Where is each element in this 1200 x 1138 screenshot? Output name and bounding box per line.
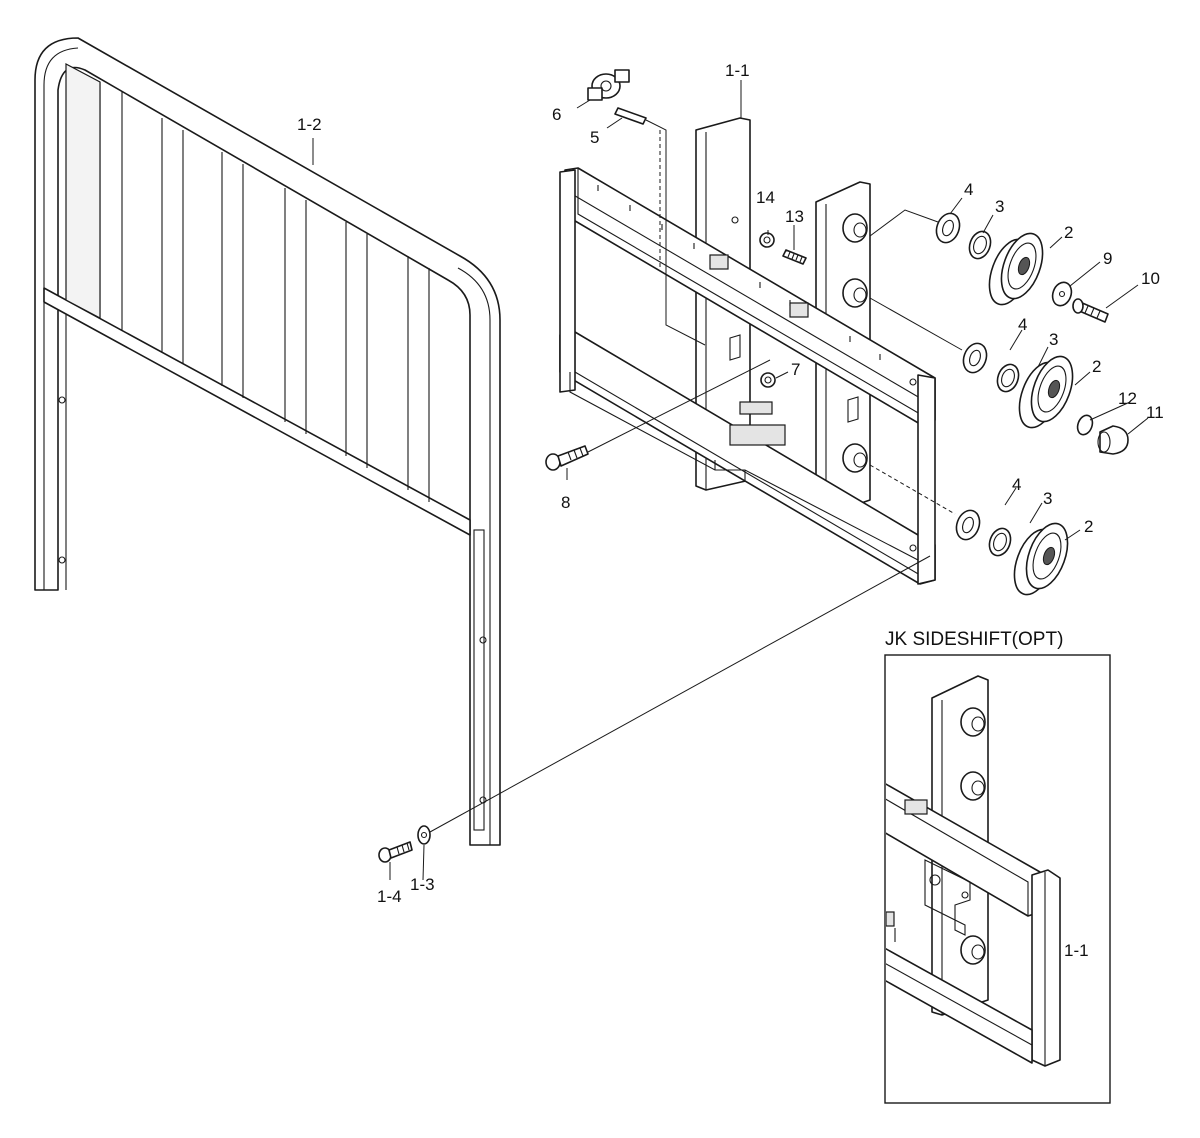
label-1-1: 1-1 xyxy=(725,61,750,80)
part-6-fitting xyxy=(587,69,630,101)
label-1-2: 1-2 xyxy=(297,115,322,134)
label-11: 11 xyxy=(1146,403,1164,422)
label-4-top: 4 xyxy=(964,180,973,199)
part-2-rollers xyxy=(988,232,1074,596)
part-7-nut xyxy=(760,372,776,388)
inset-title: JK SIDESHIFT(OPT) xyxy=(885,629,1063,650)
label-8: 8 xyxy=(561,493,570,512)
part-11-cap xyxy=(1097,425,1129,455)
label-3-mid: 3 xyxy=(1049,330,1058,349)
part-10-screw xyxy=(1072,298,1109,323)
part-14-nut xyxy=(759,232,775,248)
part-labels: 1-1 1-2 6 5 14 13 4 3 2 9 10 4 3 2 7 12 … xyxy=(297,61,1164,906)
label-13: 13 xyxy=(785,207,804,226)
label-9: 9 xyxy=(1103,249,1112,268)
inset-jk-sideshift: JK SIDESHIFT(OPT) xyxy=(884,629,1111,1104)
part-1-3-washer xyxy=(417,825,431,845)
label-5: 5 xyxy=(590,128,599,147)
label-2-bot: 2 xyxy=(1084,517,1093,536)
part-9-washer xyxy=(1051,281,1073,307)
part-5-pin xyxy=(614,107,647,125)
label-4-bot: 4 xyxy=(1012,475,1021,494)
label-1-3: 1-3 xyxy=(410,875,435,894)
part-3-shims xyxy=(968,230,1020,557)
label-4-mid: 4 xyxy=(1018,315,1027,334)
label-1-4: 1-4 xyxy=(377,887,402,906)
label-3-bot: 3 xyxy=(1043,489,1052,508)
label-10: 10 xyxy=(1141,269,1160,288)
carriage xyxy=(559,117,936,585)
label-12: 12 xyxy=(1118,389,1137,408)
part-1-4-bolt xyxy=(378,841,413,863)
part-13-bolt xyxy=(782,249,807,265)
label-2-top: 2 xyxy=(1064,223,1073,242)
part-8-bolt xyxy=(545,445,589,471)
label-2-mid: 2 xyxy=(1092,357,1101,376)
label-3-top: 3 xyxy=(995,197,1004,216)
part-12-ring xyxy=(1076,414,1094,436)
label-14: 14 xyxy=(756,188,775,207)
label-7: 7 xyxy=(791,360,800,379)
label-6: 6 xyxy=(552,105,561,124)
part-4-washers xyxy=(935,212,988,541)
inset-label: 1-1 xyxy=(1064,941,1089,960)
leader-lines xyxy=(312,80,1149,951)
load-backrest xyxy=(34,37,501,846)
